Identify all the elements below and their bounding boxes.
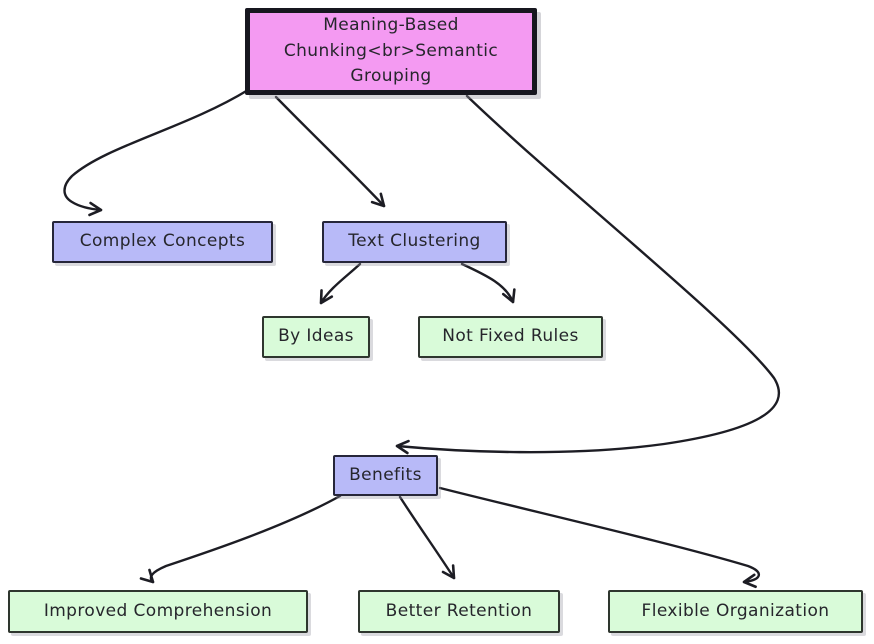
edge-root-complex-concepts [63,88,250,217]
node-by-ideas: By Ideas [262,316,370,358]
node-complex-concepts: Complex Concepts [52,221,273,263]
edge-benefits-improved-comprehension [139,494,342,584]
node-improved-comprehension-label: Improved Comprehension [43,600,273,621]
node-flexible-organization: Flexible Organization [608,590,863,633]
node-better-retention-label: Better Retention [385,600,533,621]
node-flexible-organization-label: Flexible Organization [641,600,830,621]
node-not-fixed-rules: Not Fixed Rules [418,316,603,358]
node-better-retention: Better Retention [358,590,560,633]
edge-benefits-better-retention [398,495,456,580]
node-improved-comprehension: Improved Comprehension [8,590,308,633]
node-root: Meaning-Based Chunking<br>Semantic Group… [245,8,537,95]
node-text-clustering-label: Text Clustering [348,231,481,252]
node-benefits: Benefits [333,455,438,496]
edge-root-benefits [395,94,781,455]
node-not-fixed-rules-label: Not Fixed Rules [442,326,579,347]
node-root-label: Meaning-Based Chunking<br>Semantic Group… [283,15,499,87]
node-text-clustering: Text Clustering [322,221,507,263]
node-benefits-label: Benefits [349,464,422,485]
edge-benefits-flexible-organization [438,486,760,589]
edge-text-clustering-by-ideas [319,262,362,305]
node-complex-concepts-label: Complex Concepts [79,231,246,252]
edge-root-text-clustering [274,95,386,208]
edge-text-clustering-not-fixed-rules [460,262,516,304]
node-by-ideas-label: By Ideas [278,326,354,347]
